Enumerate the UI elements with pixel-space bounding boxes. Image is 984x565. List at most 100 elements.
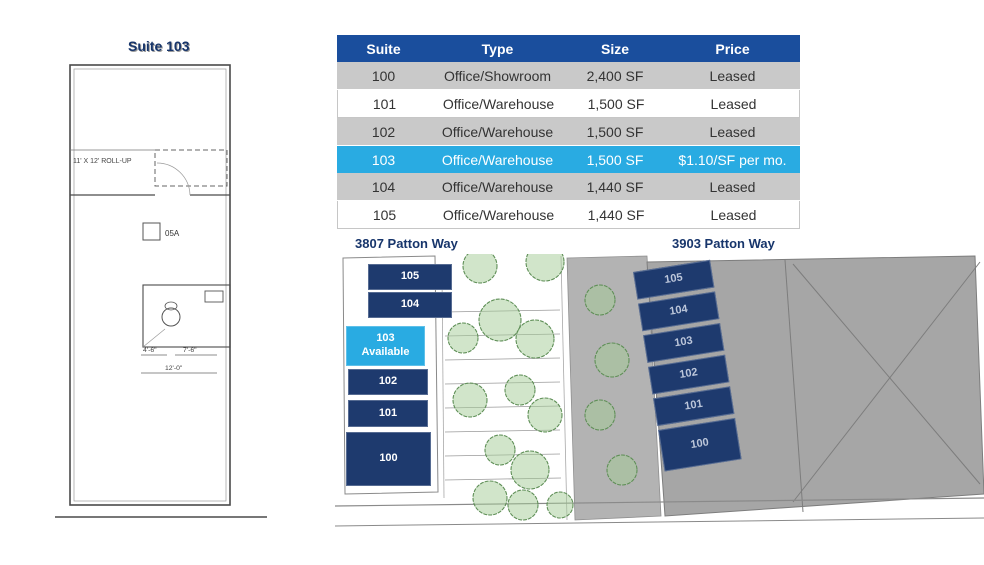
cell-size: 2,400 SF <box>586 67 644 84</box>
address-left: 3807 Patton Way <box>355 236 458 251</box>
floorplan-drawing: 11' X 12' ROLL-UP 05A 4'-6" 7'-6" 12'-0" <box>55 64 267 518</box>
address-right: 3903 Patton Way <box>672 236 775 251</box>
cell-size: 1,500 SF <box>586 151 644 168</box>
cell-type: Office/Warehouse <box>441 123 554 140</box>
cell-size: 1,500 SF <box>586 123 644 140</box>
tree-icon <box>584 284 616 316</box>
tree-icon <box>484 434 516 466</box>
tree-icon <box>546 491 574 519</box>
siteplan-panel: 3807 Patton Way 3903 Patton Way <box>335 232 984 554</box>
suite-box-3807-101: 101 <box>348 400 428 427</box>
trees <box>447 254 638 521</box>
dim-label-a: 4'-6" <box>143 347 157 354</box>
cell-type: Office/Showroom <box>443 67 552 84</box>
suite-box-label: 102 <box>378 375 398 388</box>
floorplan-panel: Suite 103 11' X 12' ROLL-UP 05A <box>0 0 300 565</box>
dim-label-c: 12'-0" <box>165 365 183 372</box>
table-row: 101 Office/Warehouse 1,500 SF Leased <box>337 90 800 118</box>
suite-box-3903-100: 100 <box>658 417 742 472</box>
tree-icon <box>525 254 565 282</box>
toilet-icon <box>161 307 181 327</box>
cell-size: 1,440 SF <box>586 178 644 195</box>
tree-icon <box>584 399 616 431</box>
cell-type: Office/Warehouse <box>442 95 555 112</box>
sink-icon <box>204 290 224 303</box>
cell-price: $1.10/SF per mo. <box>678 151 787 168</box>
suite-box-label: 105 <box>663 271 684 287</box>
cell-price: Leased <box>710 206 757 223</box>
header-type: Type <box>481 40 514 57</box>
street-line <box>335 517 984 527</box>
cell-suite: 100 <box>371 67 396 84</box>
suite-box-label: 102 <box>678 366 699 382</box>
cell-suite: 102 <box>371 123 396 140</box>
cell-size: 1,440 SF <box>587 206 645 223</box>
door-leaf <box>142 328 166 348</box>
suite-box-label: 103 <box>673 334 694 350</box>
tree-icon <box>606 454 638 486</box>
cell-price: Leased <box>709 123 756 140</box>
suite-box-3807-102: 102 <box>348 369 428 395</box>
tree-icon <box>594 342 630 378</box>
suite-box-label: 100 <box>379 452 398 465</box>
roof-line <box>784 259 804 513</box>
table-row: 105 Office/Warehouse 1,440 SF Leased <box>337 201 800 229</box>
suite-table: Suite Type Size Price 100 Office/Showroo… <box>337 35 800 229</box>
cell-price: Leased <box>710 95 757 112</box>
suite-box-available-label: Available <box>361 346 410 358</box>
tree-icon <box>478 298 522 342</box>
suite-box-label: 104 <box>400 298 420 311</box>
header-size: Size <box>600 40 629 57</box>
header-suite: Suite <box>366 40 401 57</box>
suite-box-label: 100 <box>689 436 710 452</box>
tree-icon <box>507 489 539 521</box>
cell-type: Office/Warehouse <box>441 151 554 168</box>
tree-icon <box>447 322 479 354</box>
suite-box-3807-104: 104 <box>368 292 452 318</box>
tree-icon <box>462 254 498 284</box>
suite-box-label: 104 <box>668 303 689 318</box>
cell-price: Leased <box>709 178 756 195</box>
dim-label-b: 7'-6" <box>183 347 197 354</box>
cell-suite: 101 <box>372 95 397 112</box>
tree-icon <box>527 397 563 433</box>
tree-icon <box>452 382 488 418</box>
cell-price: Leased <box>709 67 756 84</box>
header-price: Price <box>715 40 750 57</box>
table-row-available[interactable]: 103 Office/Warehouse 1,500 SF $1.10/SF p… <box>337 146 800 173</box>
roof-brace <box>792 263 981 485</box>
table-header-row: Suite Type Size Price <box>337 35 800 62</box>
tree-icon <box>510 450 550 490</box>
cell-type: Office/Warehouse <box>442 206 555 223</box>
room-label: 05A <box>165 229 180 238</box>
suite-box-label: 103 <box>376 332 395 345</box>
door-swing <box>156 162 191 196</box>
floorplan-title: Suite 103 <box>128 38 190 54</box>
suite-box-3807-100: 100 <box>346 432 431 486</box>
tree-icon <box>472 480 508 516</box>
table-row: 104 Office/Warehouse 1,440 SF Leased <box>337 173 800 201</box>
toilet-tank-icon <box>164 301 178 311</box>
suite-box-label: 101 <box>378 406 398 419</box>
driveway <box>566 255 662 521</box>
cell-suite: 104 <box>371 178 396 195</box>
curb-line <box>335 497 984 507</box>
restroom-wall <box>142 284 231 348</box>
cell-size: 1,500 SF <box>587 95 645 112</box>
roof-brace <box>792 261 981 503</box>
rollup-label: 11' X 12' ROLL-UP <box>73 158 132 165</box>
rollup-door <box>154 149 228 187</box>
equipment-box <box>142 222 161 241</box>
suite-box-3807-103-available[interactable]: 103 Available <box>346 326 425 366</box>
cell-suite: 105 <box>372 206 397 223</box>
suite-box-label: 105 <box>400 270 420 283</box>
suite-box-3807-105: 105 <box>368 264 452 290</box>
walk-edge <box>560 255 568 521</box>
cell-type: Office/Warehouse <box>441 178 554 195</box>
table-row: 102 Office/Warehouse 1,500 SF Leased <box>337 118 800 146</box>
tree-icon <box>504 374 536 406</box>
cell-suite: 103 <box>371 151 396 168</box>
tree-icon <box>515 319 555 359</box>
suite-box-label: 101 <box>683 397 704 413</box>
